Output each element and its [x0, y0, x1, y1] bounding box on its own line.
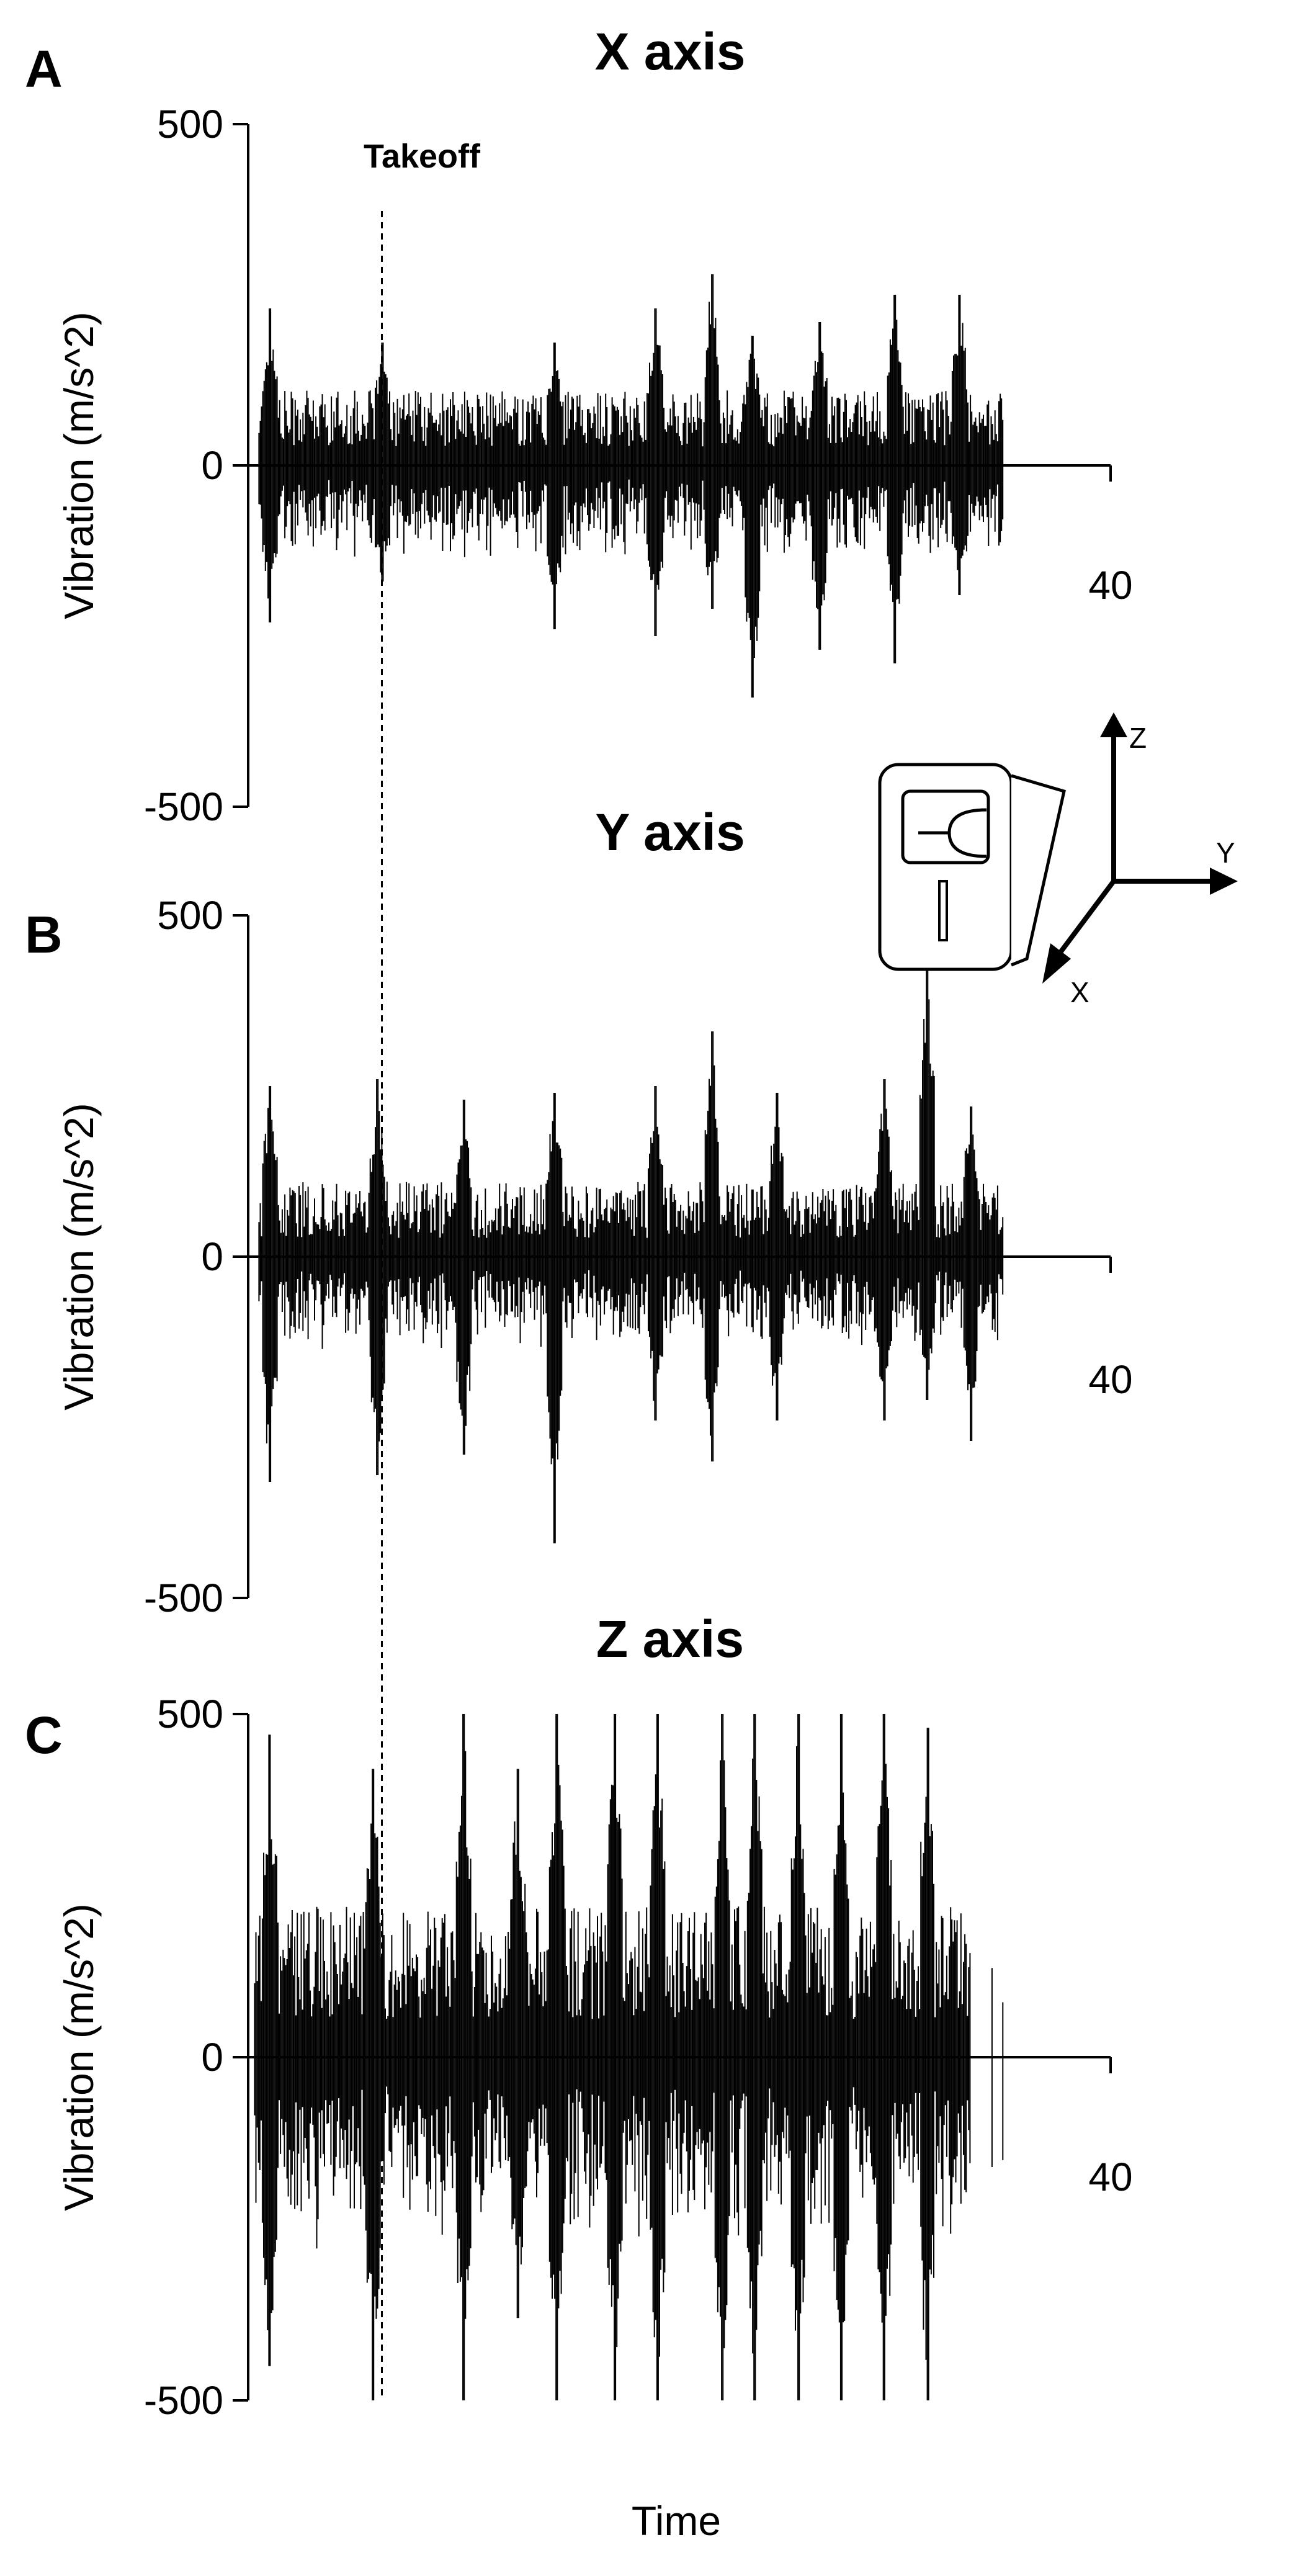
z-arrowhead-icon: [1100, 712, 1127, 737]
x-axis-label: X: [1070, 976, 1089, 1008]
z-axis-label: Z: [1129, 722, 1147, 754]
panel-letter-b: B: [25, 905, 63, 964]
panel-a-signal: [258, 274, 1004, 698]
panel-a-plot: 500 0 -500 40 Vibration (m/s^2): [56, 102, 1133, 829]
y-arrowhead-icon: [1210, 868, 1238, 895]
panel-c-ytick-label-bot: -500: [144, 2378, 223, 2423]
device-slot-icon: [938, 880, 948, 941]
panel-letter-c: C: [25, 1706, 63, 1764]
panel-c-xlabel: Time: [632, 2498, 721, 2544]
panel-b-xtick-label: 40: [1088, 1357, 1132, 1402]
device-side-icon: [1011, 774, 1066, 967]
panel-b-ytick-label-top: 500: [157, 893, 223, 938]
panel-a-title: X axis: [595, 22, 746, 81]
x-axis-arrow: [1055, 879, 1116, 958]
panel-b-ytick-label-bot: -500: [144, 1576, 223, 1620]
panel-c-ytick-label-mid: 0: [201, 2035, 223, 2080]
panel-b-ytick-label-mid: 0: [201, 1234, 223, 1279]
panel-c-signal: [254, 1714, 1004, 2400]
panel-a-xtick-label: 40: [1088, 563, 1132, 608]
panel-b-title: Y axis: [595, 803, 745, 861]
device-window-icon: [901, 789, 990, 864]
panel-b-ylabel: Vibration (m/s^2): [56, 1103, 102, 1411]
panel-a-ytick-label-bot: -500: [144, 784, 223, 829]
panel-letter-a: A: [25, 40, 63, 98]
panel-c-plot: 500 0 -500 40 Vibration (m/s^2) Time: [56, 1692, 1133, 2544]
device-hook-icon: [918, 808, 987, 858]
device-orientation-icon: Z Y X: [878, 712, 1238, 1008]
takeoff-label: Takeoff: [364, 138, 481, 175]
panel-a-ytick-label-top: 500: [157, 102, 223, 146]
panel-a-ylabel: Vibration (m/s^2): [56, 312, 102, 619]
panel-c-ylabel: Vibration (m/s^2): [56, 1903, 102, 2211]
panel-a-ytick-label-mid: 0: [201, 443, 223, 488]
panel-c-xtick-label: 40: [1088, 2155, 1132, 2199]
panel-b-plot: 500 0 -500 40 Vibration (m/s^2): [56, 893, 1133, 1620]
y-axis-label: Y: [1216, 837, 1235, 869]
x-arrowhead-icon: [1042, 943, 1071, 984]
panel-b-signal: [258, 936, 1004, 1543]
panel-c-title: Z axis: [596, 1610, 744, 1668]
panel-c-ytick-label-top: 500: [157, 1692, 223, 1736]
